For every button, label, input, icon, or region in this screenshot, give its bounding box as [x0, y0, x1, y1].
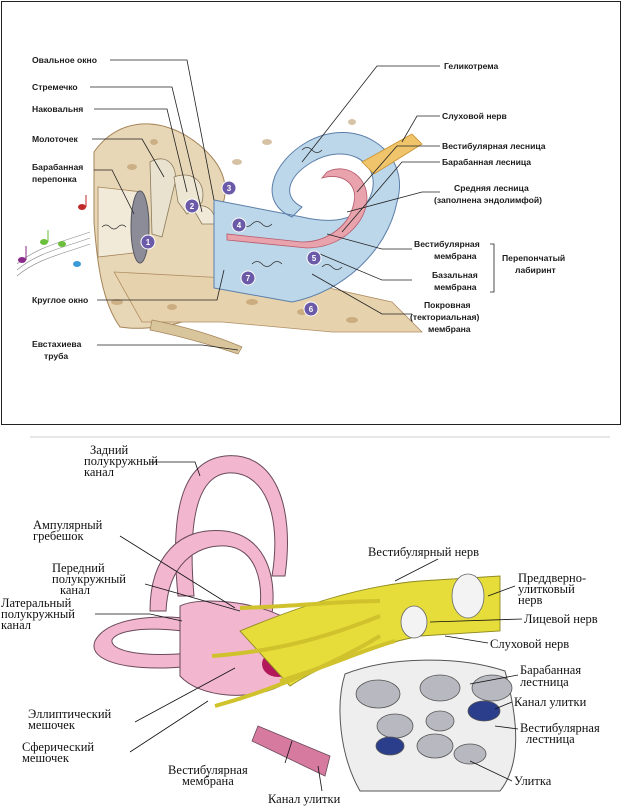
background-texture [30, 436, 610, 438]
left-leaders [90, 59, 239, 351]
label-ampullary-line2: гребешок [33, 529, 85, 543]
facial-nerve-cut [400, 605, 428, 639]
inner-ear-labyrinth-panel: Задний полукружный канал Ампулярный греб… [0, 436, 624, 810]
eardrum-shape [130, 190, 150, 264]
label-vc-nerve-line3: нерв [518, 593, 542, 607]
label-tectorial-line3: мембрана [428, 324, 471, 334]
posterior-canal-shape [175, 455, 288, 597]
nerve-branches [211, 599, 396, 708]
svg-text:6: 6 [309, 305, 314, 314]
label-posterior-line3: канал [84, 465, 114, 479]
label-utricle-line2: мешочек [28, 718, 76, 732]
label-reissner-line1: Вестибулярная [168, 763, 248, 777]
label-eustachian-line2: труба [44, 351, 68, 361]
label-vestibular-nerve: Вестибулярный нерв [368, 545, 479, 559]
label-tectorial-line1: Покровная [424, 300, 471, 310]
label-scala-tympani: Барабанная лесница [442, 157, 531, 167]
label-basal-membrane-line2: мембрана [434, 282, 477, 292]
label-scala-media-line2: (заполнена эндолимфой) [434, 195, 542, 205]
label-eardrum-line2: перепонка [32, 174, 77, 184]
label-scala-vestibuli-line2: лестница [526, 732, 575, 746]
label-eustachian-line1: Евстахиева [32, 339, 82, 349]
step-markers: 1 2 3 4 5 6 7 [140, 180, 322, 317]
eustachian-tube-shape [149, 319, 243, 355]
cochlea-partition-pink [226, 168, 368, 249]
bone-texture [111, 119, 407, 323]
label-oval-window: Овальное окно [32, 55, 97, 65]
cochlea-duct-blue [213, 132, 400, 303]
label-lateral-line2: полукружный [1, 607, 75, 621]
label-basal-membrane-line1: Базальная [432, 270, 478, 280]
label-vestibular-membrane-line2: мембрана [434, 251, 477, 261]
label-scala-vestibuli-line1: Вестибулярная [520, 721, 600, 735]
label-anterior-line1: Передний [52, 561, 105, 575]
svg-text:3: 3 [227, 184, 232, 193]
label-scala-vestibuli: Вестибулярная лесница [442, 141, 546, 151]
label-vestibular-membrane-line1: Вестибулярная [414, 239, 480, 249]
label-incus: Наковальня [32, 104, 83, 114]
cochlear-duct-shape [251, 725, 331, 777]
label-posterior-line2: полукружный [84, 454, 158, 468]
label-vc-nerve-line2: улитковый [518, 582, 575, 596]
auditory-nerve-shape [361, 133, 423, 175]
label-membranous-labyrinth-line1: Перепончатый [502, 253, 565, 263]
cochlea-illustration: 1 2 3 4 5 6 7 Овальное окно Стремечко На… [16, 55, 565, 361]
label-anterior-line2: полукружный [52, 572, 126, 586]
cochlea-cross-section-panel: 1 2 3 4 5 6 7 Овальное окно Стремечко На… [1, 1, 621, 425]
label-posterior-line1: Задний [90, 443, 129, 457]
bottom-leaders [95, 461, 523, 792]
svg-text:1: 1 [146, 238, 151, 247]
label-anterior-line3: канал [60, 583, 90, 597]
labyrinth-illustration: Задний полукружный канал Ампулярный греб… [1, 436, 610, 806]
label-reissner-line2: мембрана [182, 774, 234, 788]
label-lateral-line3: канал [1, 618, 31, 632]
label-stapes: Стремечко [32, 82, 78, 92]
label-scala-media-line1: Средняя лесница [454, 183, 529, 193]
label-eardrum-line1: Барабанная [32, 162, 83, 172]
label-cochlea: Улитка [514, 774, 552, 788]
svg-text:4: 4 [237, 221, 242, 230]
svg-text:5: 5 [312, 254, 317, 263]
vestibulocochlear-cut [451, 573, 485, 619]
label-scala-tympani-line2: лестница [520, 675, 569, 689]
music-notes-icon [16, 195, 91, 277]
label-lateral-line1: Латеральный [1, 596, 72, 610]
svg-text:7: 7 [246, 274, 251, 283]
label-cochlear-duct: Канал улитки [268, 792, 341, 806]
label-membranous-labyrinth-line2: лабиринт [515, 265, 556, 275]
label-vc-nerve-line1: Преддверно- [518, 571, 586, 585]
label-cochlear-canal: Канал улитки [514, 695, 587, 709]
label-saccule-line1: Сферический [22, 740, 94, 754]
cochlea-chambers [355, 674, 513, 765]
malleus-shape [149, 158, 176, 238]
top-right-labels: Геликотрема Слуховой нерв Вестибулярная … [410, 61, 565, 334]
label-saccule-line2: мешочек [22, 751, 70, 765]
label-scala-tympani-line1: Барабанная [520, 663, 581, 677]
bottom-labels: Задний полукружный канал Ампулярный греб… [1, 443, 600, 806]
label-round-window: Круглое окно [32, 295, 88, 305]
label-ampullary-line1: Ампулярный [33, 518, 103, 532]
label-tectorial-line2: (текториальная) [410, 312, 480, 322]
svg-text:2: 2 [190, 202, 195, 211]
label-utricle-line1: Эллиптический [28, 707, 112, 721]
label-helicotrema: Геликотрема [444, 61, 499, 71]
label-auditory-nerve: Слуховой нерв [442, 111, 507, 121]
label-auditory-nerve: Слуховой нерв [490, 637, 569, 651]
right-leaders [301, 65, 495, 315]
top-left-labels: Овальное окно Стремечко Наковальня Молот… [32, 55, 97, 361]
label-facial-nerve: Лицевой нерв [524, 612, 598, 626]
label-malleus: Молоточек [32, 134, 78, 144]
